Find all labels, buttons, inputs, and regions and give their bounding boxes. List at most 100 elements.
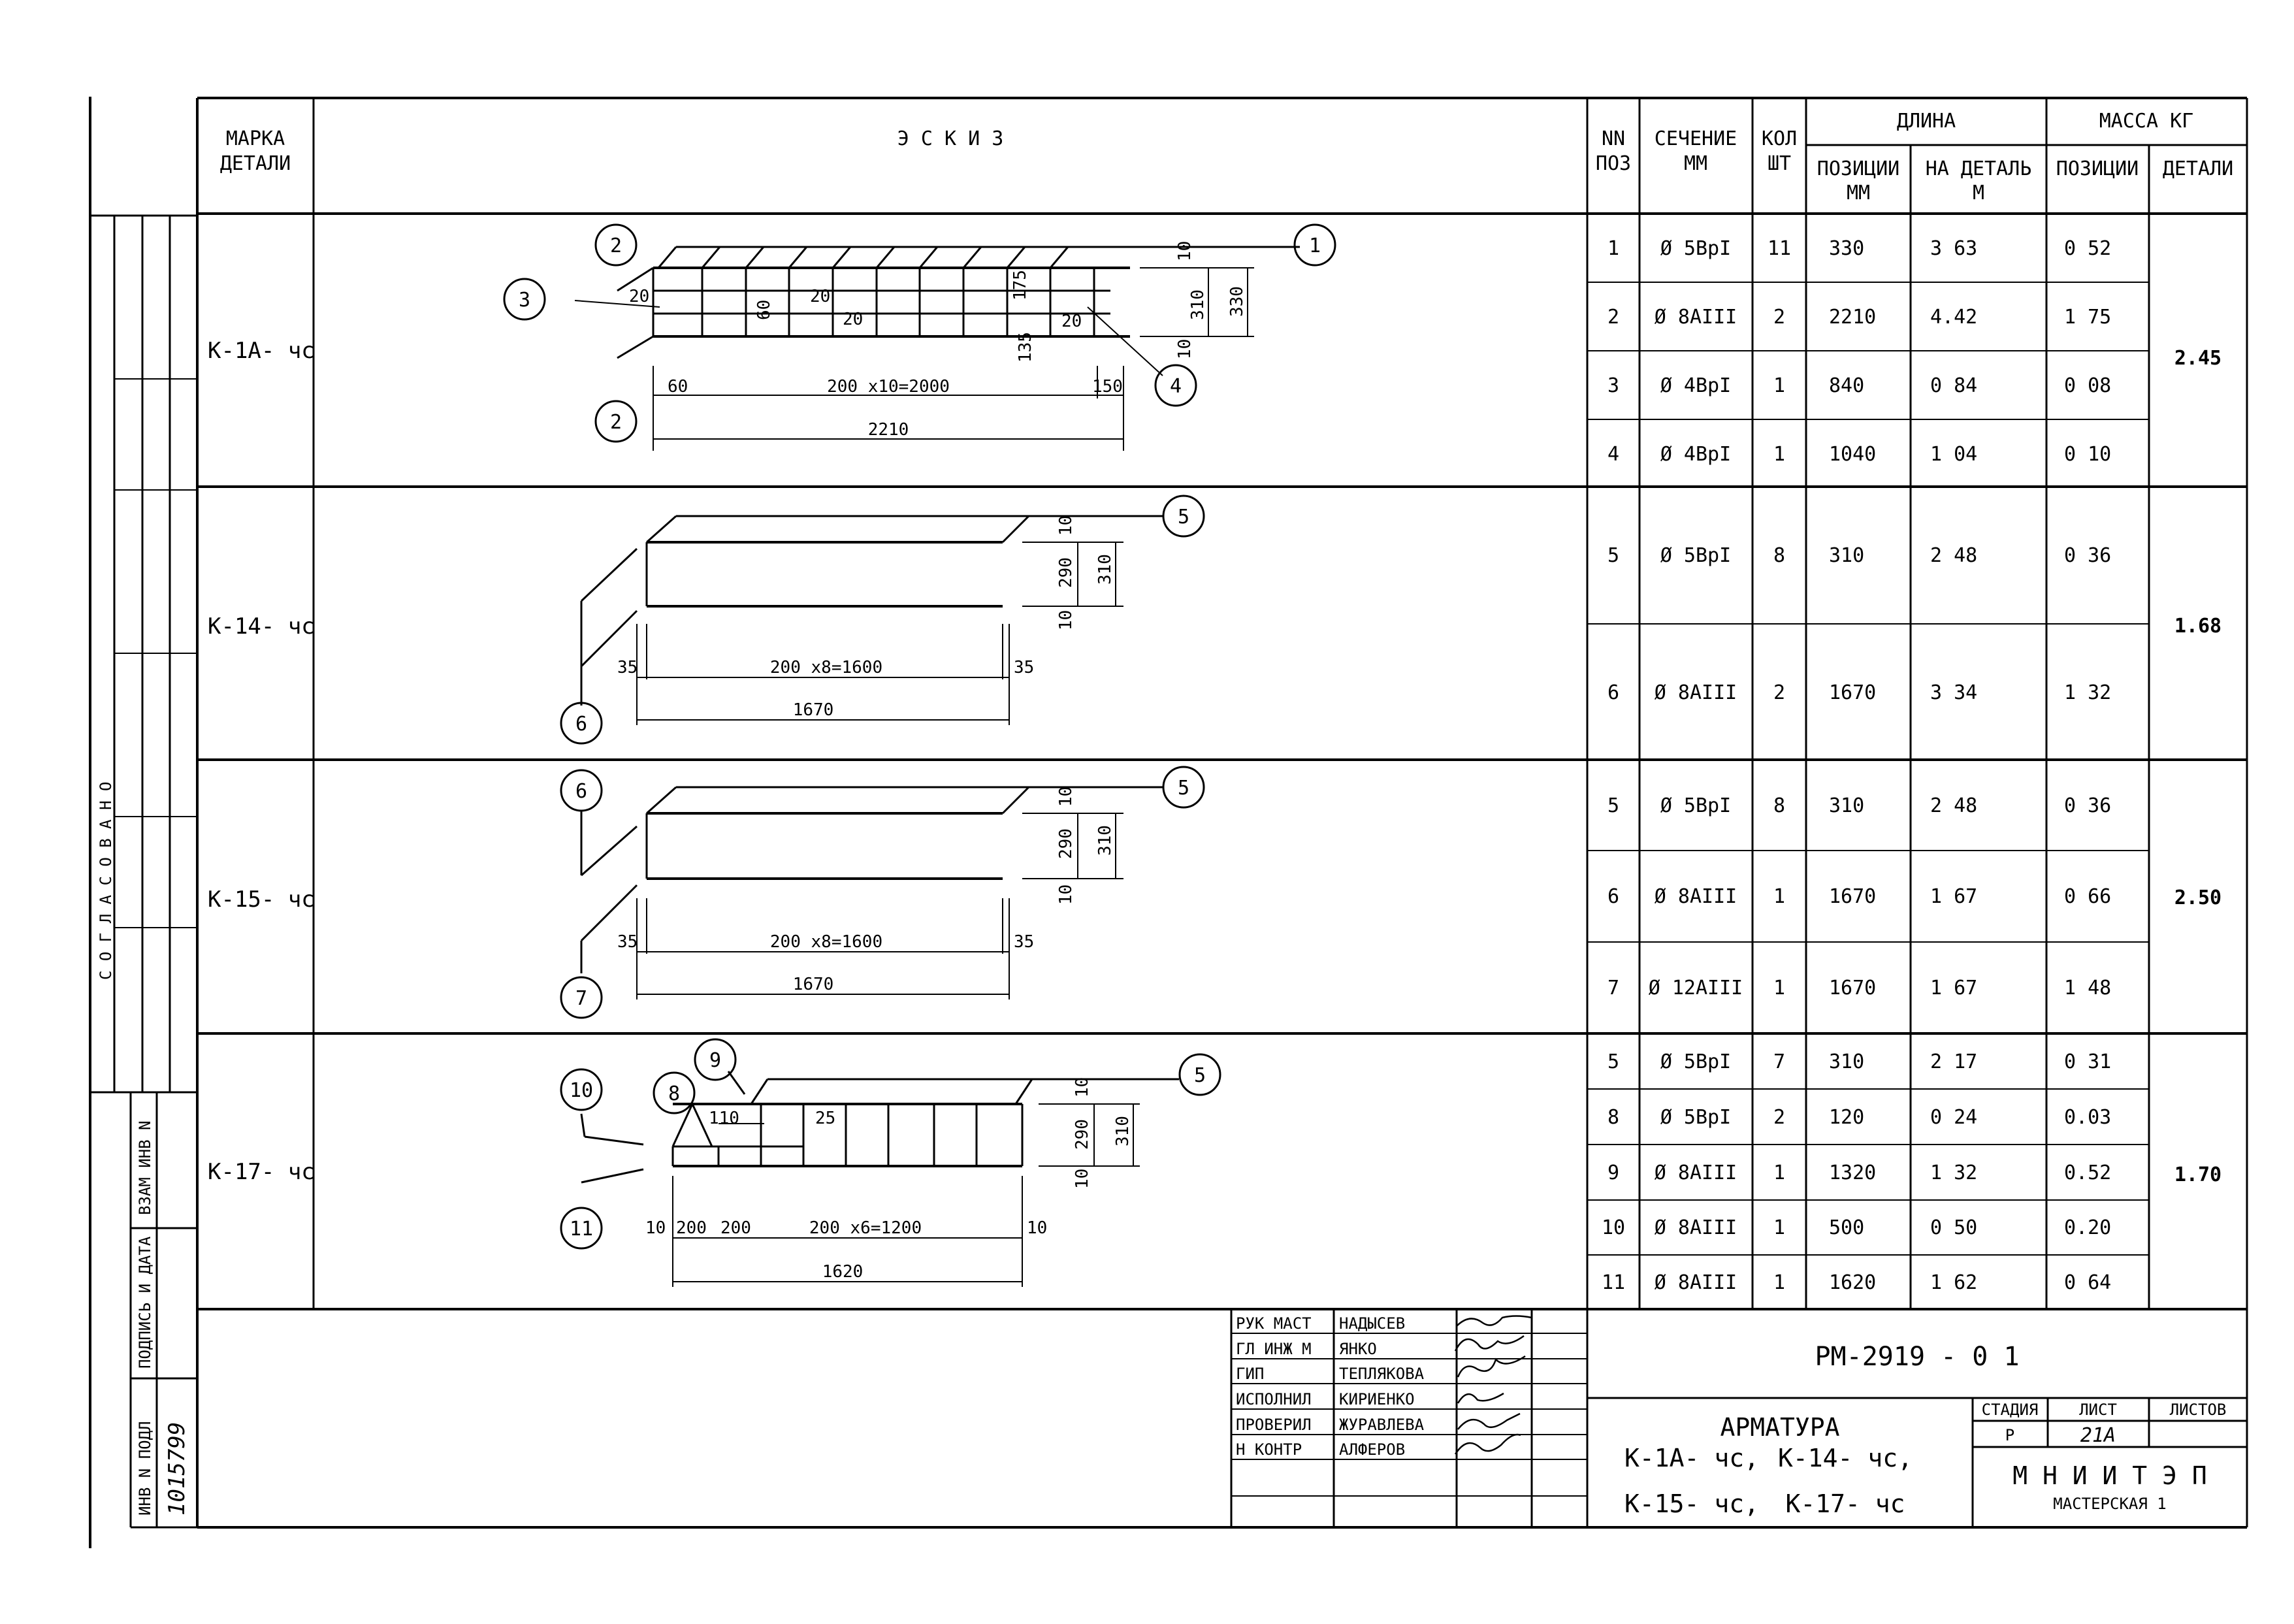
row-2-section: Ø 8AIII <box>1655 306 1737 329</box>
hdr-len-pos-2: ММ <box>1847 182 1870 204</box>
callout-7: 7 <box>575 987 587 1010</box>
hdr-sketch: Э С К И З <box>897 127 1004 150</box>
dim4-h: 200 <box>676 1218 707 1238</box>
row-12-qty: 1 <box>1773 1161 1785 1184</box>
hdr-mark-2: ДЕТАЛИ <box>220 152 291 175</box>
hdr-length: ДЛИНА <box>1897 110 1956 133</box>
row-2-qty: 2 <box>1773 306 1785 329</box>
row-13-section: Ø 8AIII <box>1655 1216 1737 1239</box>
row-7-len-pos: 310 <box>1829 794 1864 817</box>
stamp-role-5: ПРОВЕРИЛ <box>1236 1416 1312 1434</box>
row-13-mass-pos: 0.20 <box>2064 1216 2111 1239</box>
row-8-mass-pos: 0 66 <box>2064 885 2111 908</box>
dim1-i: 10 <box>1175 339 1195 359</box>
stage-value: Р <box>2005 1426 2014 1444</box>
dim1-e: 60 <box>754 300 774 320</box>
row-1-qty: 11 <box>1768 237 1791 260</box>
sheet-header: ЛИСТ <box>2079 1401 2117 1419</box>
row-2-len-det: 4.42 <box>1930 306 1977 329</box>
detail-mass-2: 1.68 <box>2174 615 2221 638</box>
hdr-qty-2: ШТ <box>1768 152 1791 175</box>
stamp-roles: РУК МАСТ НАДЫСЕВ ГЛ ИНЖ М ЯНКО ГИП ТЕПЛЯ… <box>1236 1314 1425 1459</box>
dim1-g: 135 <box>1016 332 1035 363</box>
row-5-mass-pos: 0 36 <box>2064 544 2111 567</box>
row-1-mass-pos: 0 52 <box>2064 237 2111 260</box>
table-header: МАРКА ДЕТАЛИ Э С К И З NN ПОЗ СЕЧЕНИЕ ММ… <box>220 110 2233 204</box>
stamp-name-1: НАДЫСЕВ <box>1339 1314 1405 1333</box>
hdr-len-pos-1: ПОЗИЦИИ <box>1817 157 1899 180</box>
row-4-mass-pos: 0 10 <box>2064 443 2111 466</box>
doc-subtitle-2b: К-17- чс <box>1785 1489 1905 1518</box>
dim4-k: 10 <box>1027 1218 1047 1238</box>
dim2-g: 35 <box>1014 658 1034 677</box>
detail-mass-1: 2.45 <box>2174 347 2221 370</box>
callout-8: 8 <box>668 1082 680 1105</box>
dept-name: МАСТЕРСКАЯ 1 <box>2053 1495 2166 1513</box>
row-4-pos: 4 <box>1607 443 1619 466</box>
stage-header: СТАДИЯ <box>1982 1401 2039 1419</box>
row-2-pos: 2 <box>1607 306 1619 329</box>
dim4-c: 10 <box>1073 1077 1092 1097</box>
callout-4: 4 <box>1170 375 1182 398</box>
dim1-k: 330 <box>1227 286 1247 317</box>
row-4-section: Ø 4BpI <box>1660 443 1731 466</box>
row-13-len-pos: 500 <box>1829 1216 1864 1239</box>
callout-5-b: 5 <box>1178 777 1189 800</box>
stamp-role-2: ГЛ ИНЖ М <box>1236 1340 1312 1358</box>
callout-5-a: 5 <box>1178 506 1189 528</box>
row-3-qty: 1 <box>1773 374 1785 397</box>
row-9-pos: 7 <box>1607 977 1619 999</box>
row-3-mass-pos: 0 08 <box>2064 374 2111 397</box>
detail-mark-1: К-1А- чс <box>208 338 315 364</box>
row-5-len-det: 2 48 <box>1930 544 1977 567</box>
doc-subtitle-1a: К-1А- чс, <box>1624 1444 1759 1472</box>
dim3-h: 1670 <box>793 975 834 994</box>
callout-5-c: 5 <box>1194 1064 1206 1087</box>
row-11-pos: 8 <box>1607 1106 1619 1129</box>
row-6-qty: 2 <box>1773 681 1785 704</box>
row-3-len-pos: 840 <box>1829 374 1864 397</box>
stamp-role-6: Н КОНТР <box>1236 1440 1302 1459</box>
callout-6-a: 6 <box>575 713 587 736</box>
dim2-d: 310 <box>1095 554 1115 585</box>
dim1-c: 20 <box>843 310 863 329</box>
stamp-info: РМ-2919 - 0 1 АРМАТУРА К-1А- чс, К-14- ч… <box>1624 1342 2226 1518</box>
dim2-a: 10 <box>1056 515 1076 536</box>
row-9-len-det: 1 67 <box>1930 977 1977 999</box>
dim1-j: 310 <box>1188 289 1208 320</box>
dim4-d: 290 <box>1073 1119 1092 1150</box>
callout-10: 10 <box>570 1079 593 1102</box>
hdr-mark-1: МАРКА <box>226 127 285 150</box>
row-1-section: Ø 5BpI <box>1660 237 1731 260</box>
row-14-qty: 1 <box>1773 1271 1785 1294</box>
callout-6-b: 6 <box>575 780 587 803</box>
agreed-label: С О Г Л А С О В А Н О <box>97 782 115 980</box>
row-13-pos: 10 <box>1602 1216 1625 1239</box>
row-12-len-pos: 1320 <box>1829 1161 1876 1184</box>
doc-code: РМ-2919 - 0 1 <box>1815 1342 2019 1372</box>
dim1-h: 10 <box>1175 241 1195 261</box>
row-10-mass-pos: 0 31 <box>2064 1050 2111 1073</box>
hdr-pos-1: NN <box>1602 127 1625 150</box>
detail-mass-3: 2.50 <box>2174 886 2221 909</box>
dim4-f: 310 <box>1113 1116 1133 1146</box>
dim1-d: 20 <box>1061 312 1082 331</box>
row-9-mass-pos: 1 48 <box>2064 977 2111 999</box>
row-1-len-pos: 330 <box>1829 237 1864 260</box>
detail-mark-2: К-14- чс <box>208 613 315 640</box>
table-grid <box>197 98 2247 1527</box>
sketch-k17: 9 10 8 5 11 110 25 10 290 10 310 10 200 … <box>560 1038 1221 1287</box>
hdr-mass-pos: ПОЗИЦИИ <box>2056 157 2139 180</box>
title-block <box>1230 1309 2247 1527</box>
row-6-len-pos: 1670 <box>1829 681 1876 704</box>
row-5-qty: 8 <box>1773 544 1785 567</box>
hdr-pos-2: ПОЗ <box>1596 152 1631 175</box>
sketch-k1a: 2 1 3 4 2 20 20 20 20 60 175 135 10 10 3… <box>503 223 1336 451</box>
signatures <box>1454 1315 1532 1455</box>
dim4-l: 1620 <box>822 1262 864 1282</box>
detail-mark-4: К-17- чс <box>208 1159 315 1185</box>
sketch-k14: 5 6 10 290 10 310 35 200 x8=1600 35 1670 <box>560 495 1205 745</box>
callout-2-top: 2 <box>610 235 622 257</box>
row-7-pos: 5 <box>1607 794 1619 817</box>
dim2-f: 200 x8=1600 <box>770 658 882 677</box>
